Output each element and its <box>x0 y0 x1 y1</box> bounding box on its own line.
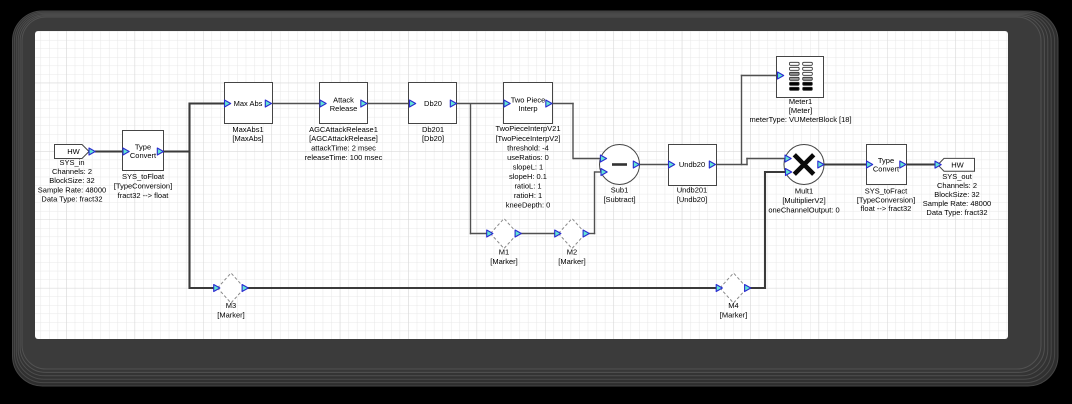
svg-text:threshold: -4: threshold: -4 <box>507 143 549 152</box>
svg-text:SYS_out: SYS_out <box>942 172 973 181</box>
svg-text:M2: M2 <box>567 248 577 257</box>
svg-text:[Marker]: [Marker] <box>558 257 586 266</box>
svg-text:Undb201: Undb201 <box>677 186 707 195</box>
svg-text:float --> fract32: float --> fract32 <box>861 204 912 213</box>
svg-text:[Meter]: [Meter] <box>789 106 812 115</box>
svg-text:[MaxAbs]: [MaxAbs] <box>232 134 263 143</box>
svg-text:Sub1: Sub1 <box>611 186 629 195</box>
svg-text:Sample Rate: 48000: Sample Rate: 48000 <box>923 199 991 208</box>
svg-text:[Subtract]: [Subtract] <box>603 195 635 204</box>
svg-text:Db20: Db20 <box>424 99 442 108</box>
svg-text:slopeL: 1: slopeL: 1 <box>513 162 543 171</box>
svg-text:[Db20]: [Db20] <box>422 134 444 143</box>
svg-text:Meter1: Meter1 <box>789 97 812 106</box>
svg-text:SYS_in: SYS_in <box>59 158 84 167</box>
svg-text:[Undb20]: [Undb20] <box>677 195 707 204</box>
svg-text:oneChannelOutput: 0: oneChannelOutput: 0 <box>768 205 839 214</box>
svg-text:Max Abs: Max Abs <box>234 99 263 108</box>
svg-text:SYS_toFloat: SYS_toFloat <box>122 172 165 181</box>
svg-text:Interp: Interp <box>518 104 537 113</box>
svg-text:Convert: Convert <box>130 151 157 160</box>
svg-text:Mult1: Mult1 <box>795 186 813 195</box>
svg-text:Data Type: fract32: Data Type: fract32 <box>926 208 987 217</box>
svg-text:slopeH: 0.1: slopeH: 0.1 <box>509 172 547 181</box>
svg-text:ratioL: 1: ratioL: 1 <box>514 182 541 191</box>
svg-text:BlockSize: 32: BlockSize: 32 <box>934 190 979 199</box>
svg-text:meterType: VUMeterBlock [18]: meterType: VUMeterBlock [18] <box>749 115 851 124</box>
svg-text:[Marker]: [Marker] <box>217 310 245 319</box>
svg-text:Two Piece: Two Piece <box>511 95 546 104</box>
svg-text:Data Type: fract32: Data Type: fract32 <box>41 195 102 204</box>
svg-text:M1: M1 <box>499 248 509 257</box>
svg-text:TwoPieceInterpV21: TwoPieceInterpV21 <box>495 124 560 133</box>
svg-text:[Marker]: [Marker] <box>720 310 748 319</box>
svg-text:attackTime: 2 msec: attackTime: 2 msec <box>311 144 376 153</box>
svg-text:M4: M4 <box>728 301 738 310</box>
svg-text:Sample Rate: 48000: Sample Rate: 48000 <box>38 185 106 194</box>
svg-text:HW: HW <box>67 147 80 156</box>
svg-text:BlockSize: 32: BlockSize: 32 <box>49 176 94 185</box>
svg-text:fract32 --> float: fract32 --> float <box>118 191 170 200</box>
svg-text:releaseTime: 100 msec: releaseTime: 100 msec <box>305 153 383 162</box>
svg-text:AGCAttackRelease1: AGCAttackRelease1 <box>309 125 378 134</box>
svg-text:[TypeConversion]: [TypeConversion] <box>857 195 915 204</box>
svg-text:Convert: Convert <box>873 165 900 174</box>
svg-text:[Marker]: [Marker] <box>490 257 518 266</box>
svg-text:SYS_toFract: SYS_toFract <box>865 187 908 196</box>
svg-text:[MultiplierV2]: [MultiplierV2] <box>782 196 825 205</box>
svg-text:Type: Type <box>878 156 894 165</box>
svg-text:HW: HW <box>951 161 964 170</box>
svg-text:kneeDepth: 0: kneeDepth: 0 <box>506 201 551 210</box>
svg-text:MaxAbs1: MaxAbs1 <box>232 125 263 134</box>
svg-text:Channels: 2: Channels: 2 <box>937 181 977 190</box>
svg-text:M3: M3 <box>226 301 236 310</box>
svg-text:Type: Type <box>135 143 151 152</box>
svg-text:[AGCAttackRelease]: [AGCAttackRelease] <box>309 134 378 143</box>
svg-text:Undb20: Undb20 <box>679 160 705 169</box>
svg-text:[TwoPieceInterpV2]: [TwoPieceInterpV2] <box>495 134 560 143</box>
svg-text:Attack: Attack <box>333 95 354 104</box>
svg-text:Channels: 2: Channels: 2 <box>52 167 92 176</box>
svg-text:Release: Release <box>330 104 358 113</box>
svg-text:Db201: Db201 <box>422 125 444 134</box>
svg-text:useRatios: 0: useRatios: 0 <box>507 153 549 162</box>
svg-text:ratioH: 1: ratioH: 1 <box>514 191 542 200</box>
svg-text:[TypeConversion]: [TypeConversion] <box>114 182 172 191</box>
